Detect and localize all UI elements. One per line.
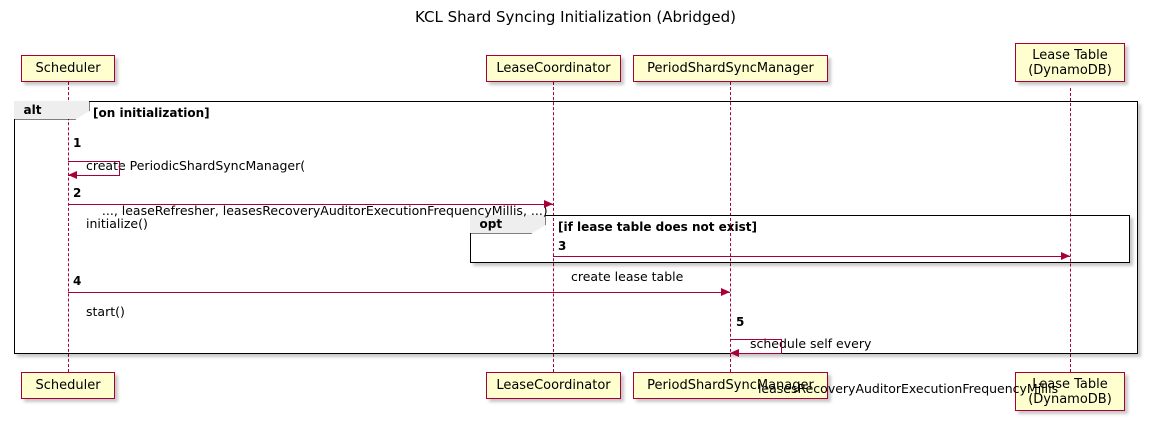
- message-3-arrowhead: [1061, 252, 1070, 260]
- participant-label: Scheduler: [35, 61, 101, 76]
- message-1-arrowhead: [68, 171, 77, 179]
- lifeline-lease-coordinator: [553, 82, 554, 372]
- participant-label: LeaseCoordinator: [496, 378, 611, 393]
- message-2-label-line1: initialize(): [86, 216, 148, 231]
- participant-label: PeriodShardSyncManager: [647, 61, 814, 76]
- message-3-label: create lease table: [571, 239, 683, 314]
- participant-scheduler-footer[interactable]: Scheduler: [21, 372, 115, 399]
- message-3-number: 3: [558, 239, 567, 253]
- lifeline-lease-table: [1070, 88, 1071, 372]
- participant-label: PeriodShardSyncManager: [647, 378, 814, 393]
- fragment-opt-type-label: opt: [479, 216, 503, 231]
- message-5-self-call-loop[interactable]: [730, 339, 782, 354]
- participant-label-line1: Lease Table: [1032, 376, 1108, 392]
- message-2-arrowhead: [544, 200, 553, 208]
- message-4-number: 4: [73, 274, 82, 288]
- fragment-alt-guard: [on initialization]: [93, 106, 210, 120]
- participant-label: LeaseCoordinator: [496, 61, 611, 76]
- fragment-opt-guard: [if lease table does not exist]: [558, 220, 758, 234]
- participant-lease-table-header[interactable]: Lease Table (DynamoDB): [1015, 43, 1125, 82]
- participant-label-line1: Lease Table: [1032, 47, 1108, 63]
- participant-period-shard-sync-manager-header[interactable]: PeriodShardSyncManager: [633, 55, 828, 82]
- message-4-line[interactable]: [68, 292, 730, 293]
- participant-lease-coordinator-header[interactable]: LeaseCoordinator: [486, 55, 621, 82]
- message-1-label-line1: create PeriodicShardSyncManager(: [86, 158, 306, 173]
- fragment-opt: opt: [470, 215, 1130, 263]
- message-5-label-line2: leasesRecoveryAuditorExecutionFrequencyM…: [750, 381, 1059, 396]
- message-5-arrowhead: [730, 349, 739, 357]
- message-4-label: start(): [86, 274, 125, 349]
- fragment-alt-tab: alt: [14, 101, 90, 120]
- participant-label-line2: (DynamoDB): [1028, 391, 1112, 407]
- page-title: KCL Shard Syncing Initialization (Abridg…: [415, 8, 736, 26]
- message-1-label-line2: ..., leaseRefresher, leasesRecoveryAudit…: [86, 203, 548, 218]
- participant-scheduler-header[interactable]: Scheduler: [21, 55, 115, 82]
- message-3-label-line1: create lease table: [571, 269, 684, 284]
- fragment-opt-tab: opt: [470, 215, 546, 234]
- message-1-label: create PeriodicShardSyncManager( ..., le…: [86, 128, 548, 248]
- message-3-line[interactable]: [553, 256, 1070, 257]
- fragment-alt-type-label: alt: [23, 102, 42, 117]
- participant-label: Scheduler: [35, 378, 101, 393]
- message-5-label: schedule self every leasesRecoveryAudito…: [750, 306, 1058, 426]
- participant-lease-coordinator-footer[interactable]: LeaseCoordinator: [486, 372, 621, 399]
- message-5-number: 5: [736, 315, 745, 329]
- participant-label-line2: (DynamoDB): [1028, 62, 1112, 78]
- lifeline-period-shard-sync-manager: [730, 82, 731, 372]
- message-4-arrowhead: [721, 288, 730, 296]
- message-2-number: 2: [73, 186, 82, 200]
- message-5-label-line1: schedule self every: [750, 336, 872, 351]
- fragment-alt: alt: [14, 101, 1138, 354]
- lifeline-scheduler: [68, 82, 69, 372]
- message-1-number: 1: [73, 136, 82, 150]
- message-1-self-call-loop[interactable]: [68, 161, 120, 176]
- message-2-line[interactable]: [68, 204, 553, 205]
- participant-lease-table-footer[interactable]: Lease Table (DynamoDB): [1015, 372, 1125, 411]
- message-2-label: initialize(): [86, 186, 148, 261]
- participant-period-shard-sync-manager-footer[interactable]: PeriodShardSyncManager: [633, 372, 828, 399]
- message-4-label-line1: start(): [86, 304, 125, 319]
